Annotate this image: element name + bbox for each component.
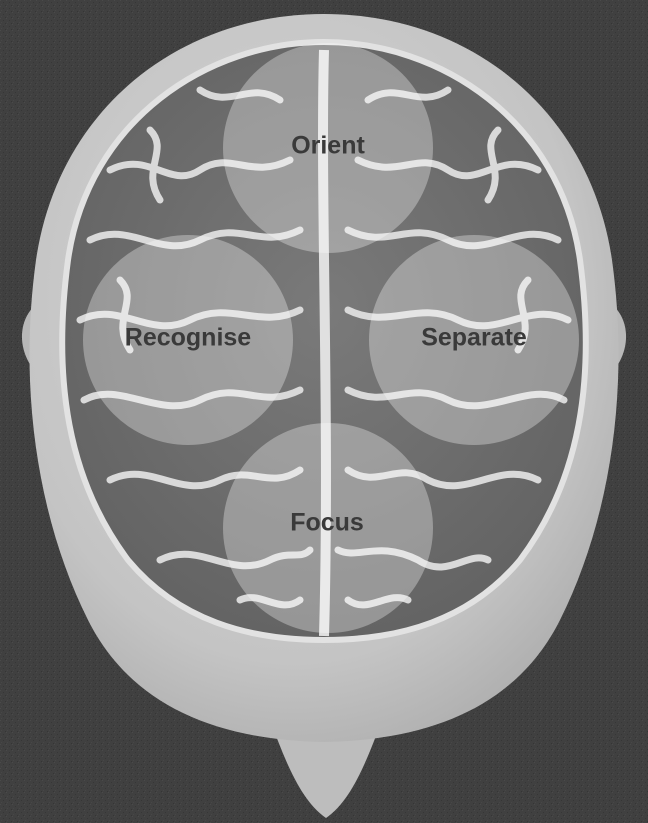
circle-recognise [83, 235, 293, 445]
circle-orient [223, 43, 433, 253]
circle-focus [223, 423, 433, 633]
circle-separate [369, 235, 579, 445]
